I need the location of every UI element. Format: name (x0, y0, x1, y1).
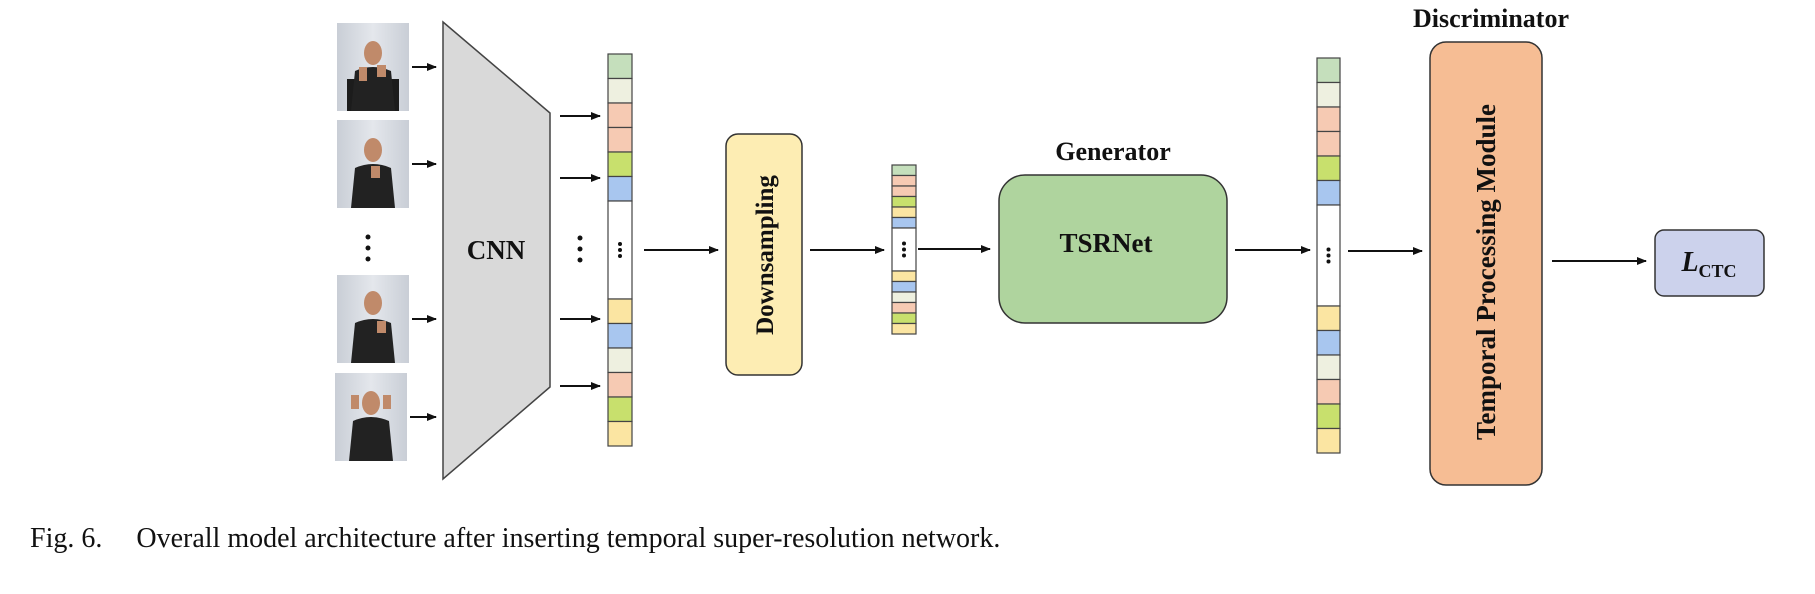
feature-cell (891, 195, 917, 208)
ellipsis-dot (1326, 253, 1331, 258)
feature-cell (1316, 329, 1341, 356)
feature-cell (891, 322, 917, 335)
discriminator-title: Discriminator (1413, 4, 1569, 33)
feature-cell (607, 347, 633, 374)
frames-ellipsis (365, 234, 371, 262)
feature-cell (1316, 155, 1341, 182)
feature-cell (607, 298, 633, 325)
feature-cell (1316, 81, 1341, 108)
feature-cell (607, 175, 633, 202)
ellipsis-dot (902, 241, 906, 246)
caption-text: Overall model architecture after inserti… (136, 523, 1001, 554)
feature-cell (1316, 403, 1341, 430)
feature-cell (1316, 57, 1341, 84)
feature-cell (891, 301, 917, 314)
feature-cell (1316, 354, 1341, 381)
feature-cell (1316, 179, 1341, 206)
feature-cell (607, 126, 633, 153)
feature-cell (891, 270, 917, 283)
ellipsis-dot (618, 254, 622, 258)
input-frames (335, 23, 409, 461)
figure-label: Fig. 6. (30, 523, 103, 554)
feature-cell (607, 371, 633, 398)
ctc-loss-label: LCTC (1680, 247, 1736, 281)
ellipsis-dot (618, 242, 622, 246)
feature-cell (1316, 305, 1341, 332)
downsampling-label: Downsampling (752, 175, 779, 335)
feature-cell (607, 77, 633, 104)
feature-cell (891, 280, 917, 293)
ellipsis-dot (618, 248, 622, 252)
cnn-output-arrows (560, 112, 601, 390)
feature-cell (607, 396, 633, 423)
downsampling-block: Downsampling (725, 133, 803, 376)
discriminator-block: Discriminator Temporal Processing Module (1413, 4, 1569, 486)
feature-cell (891, 164, 917, 177)
tsrnet-label: TSRNet (1060, 228, 1153, 258)
feature-cell (1316, 106, 1341, 133)
feature-cell (607, 151, 633, 178)
feature-cell (607, 420, 633, 447)
temporal-processing-module-label: Temporal Processing Module (1471, 104, 1501, 440)
cnn-output-ellipsis (577, 235, 583, 263)
feature-cell (891, 291, 917, 304)
feature-cell (891, 312, 917, 325)
feature-cell (891, 185, 917, 198)
ellipsis-dot (902, 247, 906, 252)
frame-arrows (410, 63, 437, 421)
ellipsis-dot (1326, 247, 1331, 252)
generator-block: Generator TSRNet (998, 137, 1228, 324)
feature-cell (1316, 378, 1341, 405)
cnn-block: CNN (442, 20, 551, 481)
ellipsis-dot (1326, 259, 1331, 264)
input-frame (337, 120, 409, 208)
figure-caption: Fig. 6. Overall model architecture after … (30, 523, 1000, 555)
feature-sequence-generator-output (1316, 57, 1341, 454)
feature-cell (891, 206, 917, 219)
ellipsis-dot (902, 253, 906, 258)
feature-cell (1316, 130, 1341, 157)
feature-cell (607, 322, 633, 349)
ctc-loss-block: LCTC (1654, 229, 1765, 297)
cnn-label: CNN (467, 235, 526, 265)
input-frame (337, 275, 409, 363)
feature-cell (607, 53, 633, 80)
feature-cell (891, 216, 917, 229)
input-frame (335, 373, 407, 461)
feature-sequence-cnn-output (607, 53, 633, 447)
generator-title: Generator (1055, 137, 1171, 166)
feature-cell (607, 102, 633, 129)
feature-cell (1316, 427, 1341, 454)
feature-cell (891, 174, 917, 187)
input-frame (337, 23, 409, 111)
feature-sequence-downsampled (891, 164, 917, 335)
